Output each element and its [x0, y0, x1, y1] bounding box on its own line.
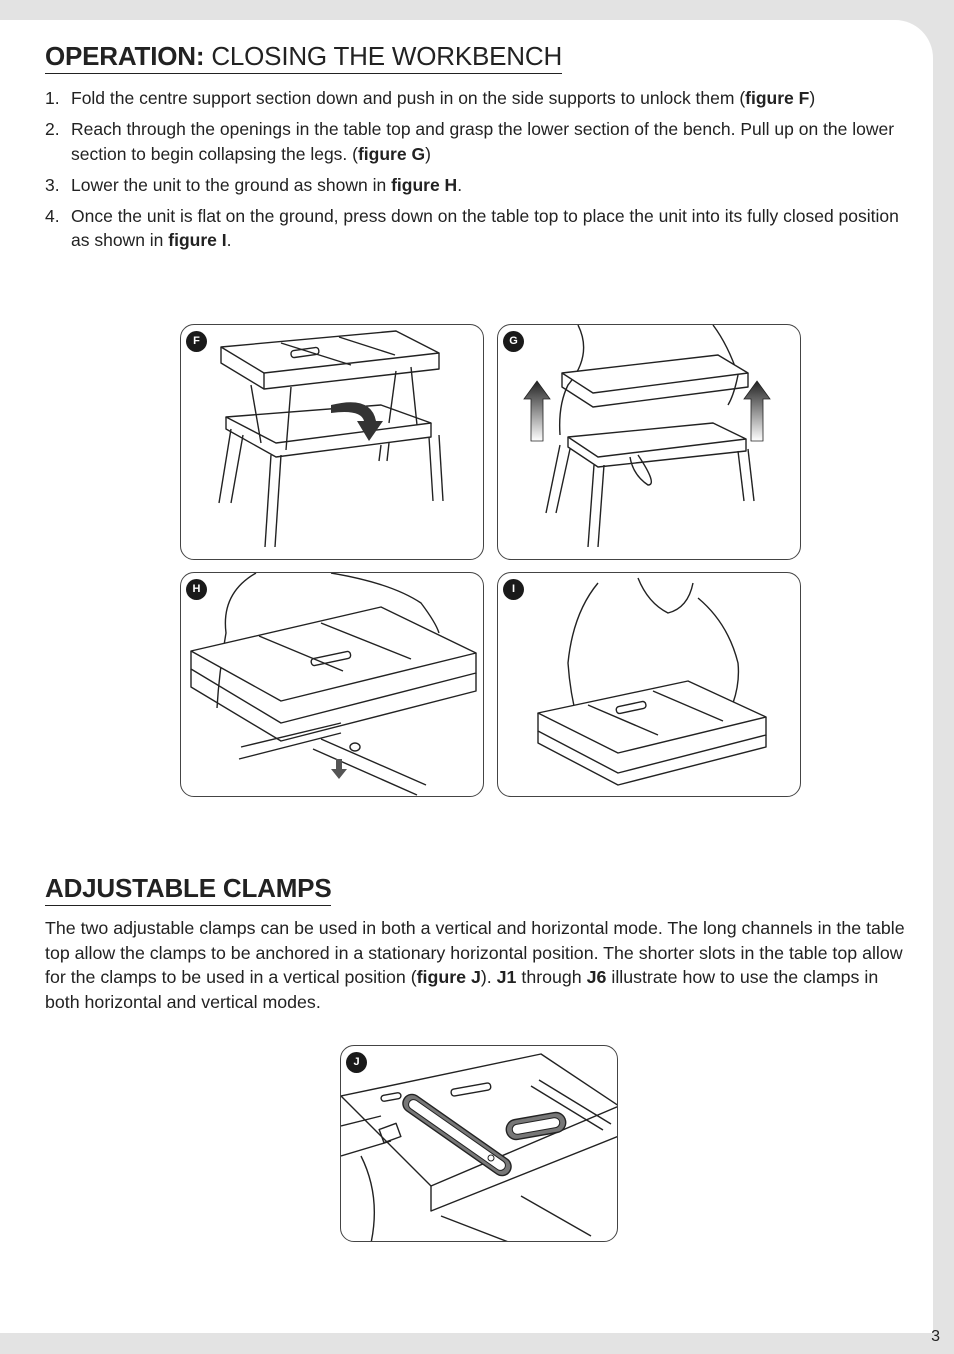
figure-ref: figure I	[168, 230, 227, 250]
step-number: 1.	[45, 88, 60, 108]
clamp-slots-illustration	[341, 1053, 617, 1241]
section-title-clamps: ADJUSTABLE CLAMPS	[45, 872, 332, 906]
figure-ref: J1	[496, 967, 517, 988]
title-bold: OPERATION:	[45, 41, 205, 71]
figure-ref: figure J	[416, 967, 481, 988]
step-number: 3.	[45, 174, 60, 195]
step-text: Reach through the openings in the table …	[71, 119, 895, 164]
figure-h-badge: H	[186, 579, 207, 600]
figure-ref: figure H	[391, 174, 458, 195]
figure-f-badge: F	[186, 331, 207, 352]
figure-j-panel: J	[340, 1045, 618, 1242]
para-text: ).	[480, 967, 497, 988]
list-item: 1. Fold the centre support section down a…	[45, 86, 905, 111]
figure-ref: figure F	[745, 88, 810, 108]
step-text: Fold the centre support section down and…	[71, 88, 746, 108]
step-text: Lower the unit to the ground as shown in	[71, 174, 392, 195]
closing-steps-list: 1. Fold the centre support section down a…	[45, 86, 905, 259]
workbench-closed-illustration	[537, 577, 767, 786]
list-item: 2. Reach through the openings in the tabl…	[45, 117, 905, 166]
section-title-closing: OPERATION: CLOSING THE WORKBENCH	[45, 40, 562, 74]
title-rest: CLOSING THE WORKBENCH	[204, 41, 563, 71]
figure-i-badge: I	[503, 579, 524, 600]
step-number: 2.	[45, 119, 60, 139]
figure-ref: figure G	[357, 143, 426, 164]
step-text: Once the unit is flat on the ground, pre…	[71, 205, 899, 251]
step-text: )	[425, 143, 431, 164]
list-item: 3. Lower the unit to the ground as shown …	[45, 173, 905, 198]
figure-g-panel: G	[497, 324, 801, 560]
para-text: illustrate how to use the clamps in both…	[45, 967, 879, 1012]
figure-h-panel: H	[180, 572, 484, 797]
step-text: .	[226, 230, 232, 250]
figure-g-badge: G	[503, 331, 524, 352]
figure-ref: J6	[586, 967, 607, 988]
workbench-lower-illustration	[190, 573, 477, 796]
figure-f-panel: F	[180, 324, 484, 560]
para-text: through	[516, 967, 587, 988]
step-text: )	[809, 88, 816, 108]
list-item: 4. Once the unit is flat on the ground, p…	[45, 204, 905, 253]
workbench-open-illustration	[218, 330, 444, 548]
figure-i-panel: I	[497, 572, 801, 797]
para-text: The two adjustable clamps can be used in…	[45, 918, 905, 988]
step-number: 4.	[45, 205, 60, 226]
figure-j-badge: J	[346, 1052, 367, 1073]
page-number: 3	[931, 1328, 940, 1345]
workbench-lift-illustration	[523, 325, 771, 548]
step-text: .	[457, 174, 463, 195]
clamps-description: The two adjustable clamps can be used in…	[45, 916, 911, 1014]
